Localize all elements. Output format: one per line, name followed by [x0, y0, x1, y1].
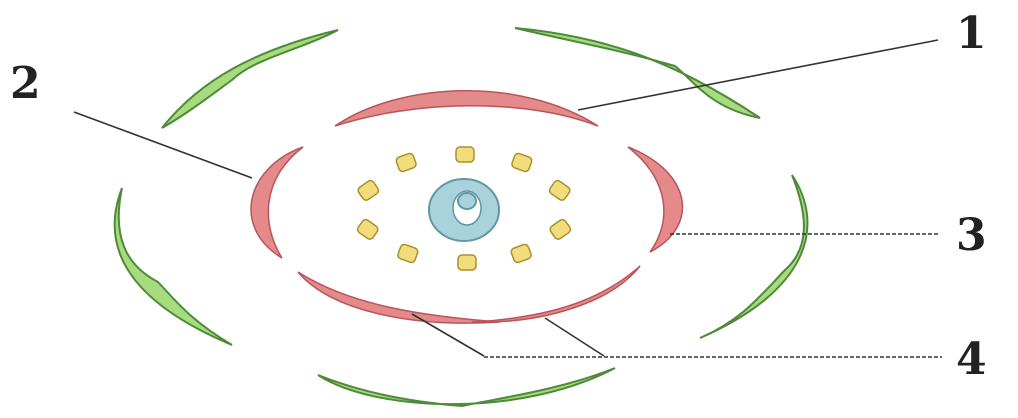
petal-right: [628, 147, 682, 252]
label-2: 2: [10, 58, 41, 109]
stamen: [456, 147, 474, 162]
label-4: 4: [956, 334, 987, 385]
stamen: [511, 152, 533, 172]
stamen: [548, 179, 571, 202]
leader-line-1: [578, 40, 938, 110]
sepal-right: [700, 175, 807, 338]
stamen: [549, 218, 572, 241]
stamen: [356, 218, 379, 241]
leader-line-2: [74, 112, 252, 178]
pistil: [429, 179, 499, 241]
petal-bottom-right: [472, 266, 640, 322]
stamen: [397, 243, 419, 263]
stamen: [458, 255, 476, 270]
stamen: [357, 179, 380, 202]
leader-line-4b: [545, 318, 604, 356]
stamen: [395, 152, 417, 172]
label-3: 3: [956, 210, 987, 261]
stamen: [510, 243, 532, 263]
petal-left: [251, 147, 303, 258]
sepal-left: [115, 188, 232, 345]
pistil-ovule: [458, 193, 476, 209]
petal-top: [335, 91, 598, 126]
labels: 1 2 3 4: [10, 8, 987, 385]
sepal-bottom: [318, 368, 615, 406]
petal-bottom-left: [298, 272, 500, 323]
sepal-top-left: [162, 30, 338, 128]
label-1: 1: [956, 8, 987, 59]
